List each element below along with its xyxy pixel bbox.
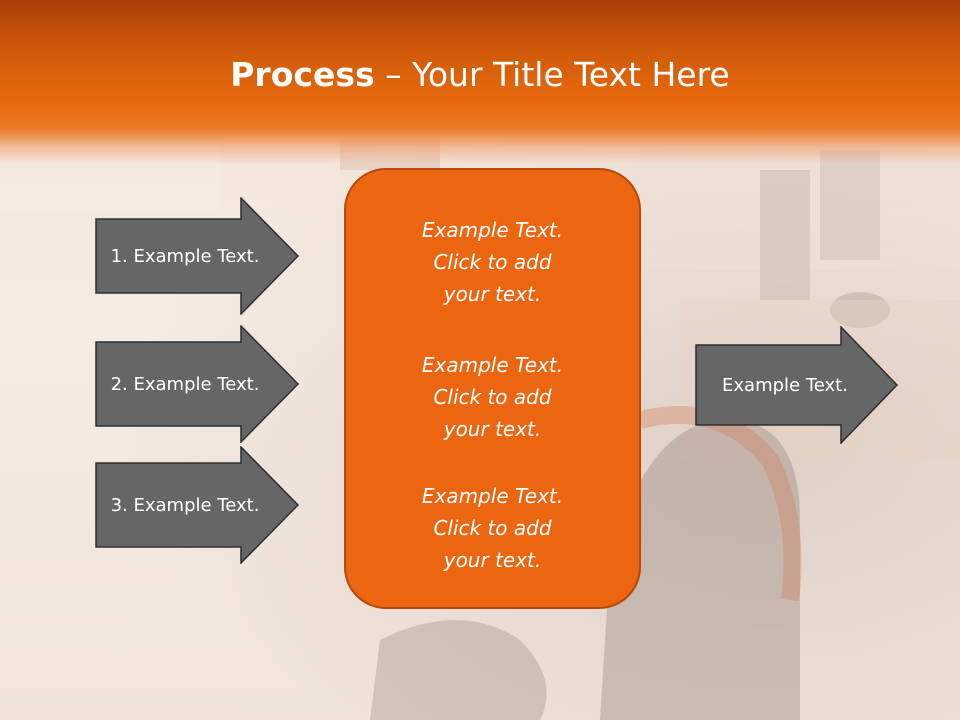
slide-title[interactable]: Process – Your Title Text Here	[0, 55, 960, 95]
title-bold: Process	[230, 55, 375, 94]
process-arrow-1[interactable]: 1. Example Text.	[95, 197, 300, 315]
arrow-label-3: 3. Example Text.	[110, 494, 260, 516]
arrow-shape-icon	[95, 325, 300, 443]
title-bar	[0, 0, 960, 165]
arrow-label-2: 2. Example Text.	[110, 373, 260, 395]
process-arrow-2[interactable]: 2. Example Text.	[95, 325, 300, 443]
arrow-shape-icon	[695, 326, 899, 444]
center-paragraph-3: Example Text. Click to add your text.	[421, 484, 564, 572]
result-arrow-label: Example Text.	[722, 374, 848, 396]
title-rest: – Your Title Text Here	[374, 55, 730, 94]
result-arrow[interactable]: Example Text.	[695, 326, 900, 444]
process-arrow-3[interactable]: 3. Example Text.	[95, 446, 300, 564]
arrow-shape-icon	[95, 446, 300, 564]
center-paragraph-1: Example Text. Click to add your text.	[421, 218, 564, 306]
arrow-label-1: 1. Example Text.	[110, 245, 260, 267]
center-paragraph-2: Example Text. Click to add your text.	[421, 353, 564, 441]
arrow-shape-icon	[95, 197, 300, 315]
center-content-box[interactable]: Example Text. Click to add your text. Ex…	[344, 168, 641, 609]
